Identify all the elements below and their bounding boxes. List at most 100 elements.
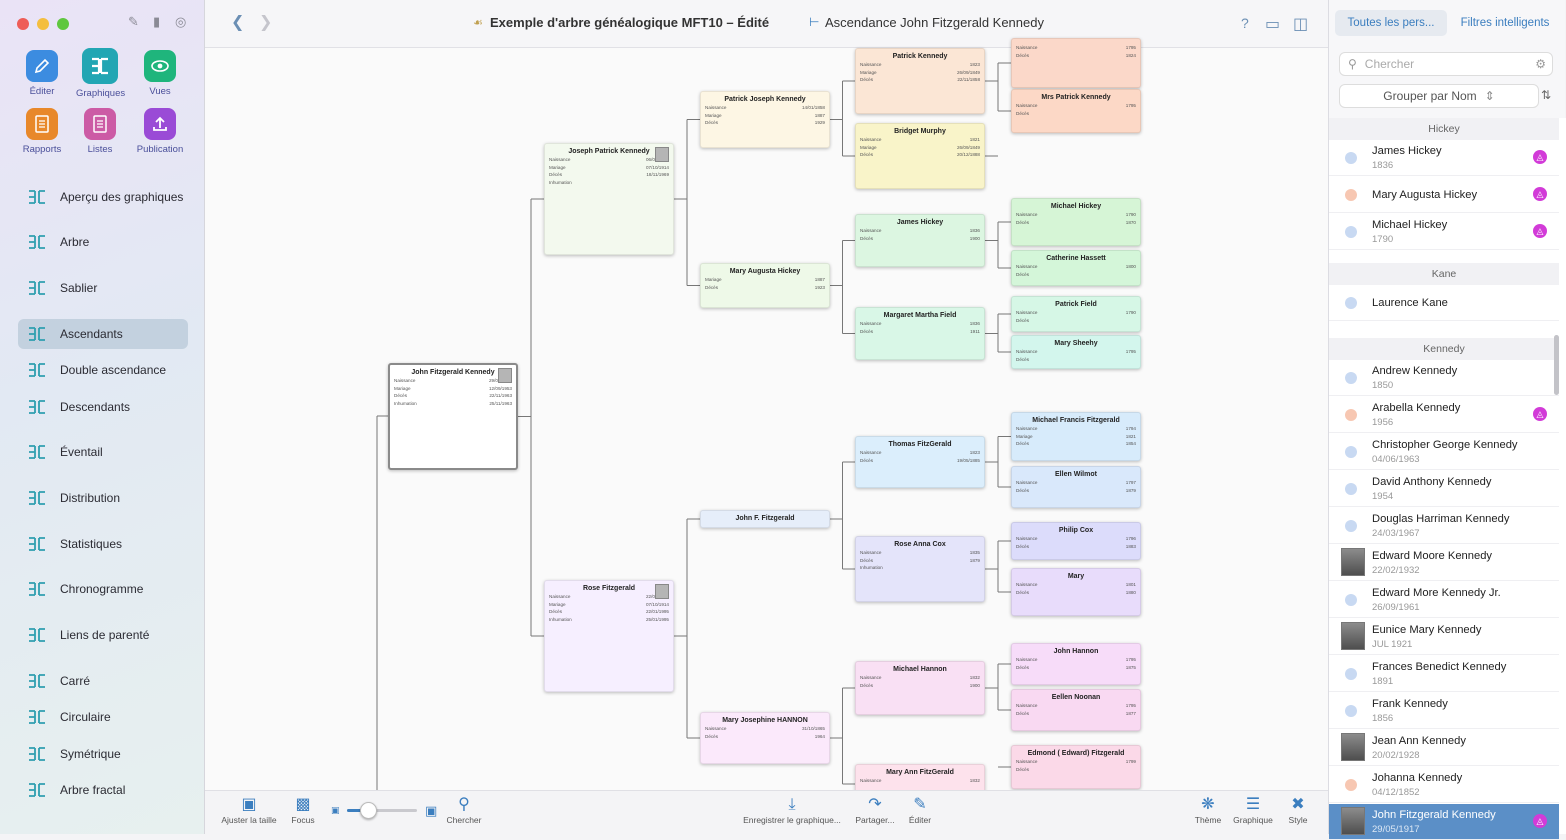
nav-item-fractal-tree[interactable]: Arbre fractal <box>18 775 188 805</box>
list-scrollbar[interactable] <box>1554 335 1559 395</box>
publish-tool-button[interactable]: Publication <box>136 108 184 155</box>
lists-tool-button[interactable]: Listes <box>76 108 124 155</box>
tag-icon[interactable]: ✎ <box>128 14 139 29</box>
tab-smart-filters[interactable]: Filtres intelligents <box>1460 17 1550 29</box>
nav-item-square[interactable]: Carré <box>18 666 188 696</box>
sort-icon[interactable]: ⇅ <box>1541 88 1552 102</box>
nav-item-circular[interactable]: Circulaire <box>18 702 188 732</box>
nav-item-fan[interactable]: Éventail <box>18 437 188 467</box>
back-button[interactable]: ❮ <box>231 14 245 31</box>
ancestors-chart-canvas[interactable]: John Fitzgerald KennedyNaissance29/05/19… <box>205 38 1328 804</box>
forward-button[interactable]: ❯ <box>259 14 273 31</box>
nav-item-grid[interactable]: Aperçu des graphiques <box>18 182 188 212</box>
person-list-item[interactable]: Laurence Kane <box>1329 285 1559 321</box>
style-button[interactable]: ✖Style <box>1283 795 1313 825</box>
charts-tool-button[interactable]: Graphiques <box>76 48 125 99</box>
share-button[interactable]: ↷Partager... <box>853 795 897 825</box>
search-chart-button[interactable]: ⚲Chercher <box>443 795 485 825</box>
zoom-out-icon[interactable]: ▣ <box>331 805 340 815</box>
nav-item-relationship[interactable]: Liens de parenté <box>18 620 188 650</box>
edit-tool-button[interactable]: Éditer <box>18 50 66 97</box>
person-card[interactable]: Joseph Patrick KennedyNaissance06/09/188… <box>544 143 674 255</box>
flag-badge-icon: ◬ <box>1533 150 1547 164</box>
nav-item-double-ancestry[interactable]: Double ascendance <box>18 355 188 385</box>
history-icon[interactable]: ◎ <box>175 14 187 29</box>
nav-item-timeline[interactable]: Chronogramme <box>18 574 188 604</box>
zoom-in-icon[interactable]: ▣ <box>425 803 438 818</box>
edit-chart-button[interactable]: ✎Éditer <box>905 795 935 825</box>
close-window-button[interactable] <box>17 18 29 30</box>
nav-item-distribution[interactable]: Distribution <box>18 483 188 513</box>
help-button[interactable]: ? <box>1241 15 1249 31</box>
focus-button[interactable]: ▩Focus <box>285 795 321 825</box>
zoom-slider[interactable] <box>347 802 417 819</box>
gear-icon[interactable]: ⚙ <box>1535 57 1546 71</box>
nav-item-tree[interactable]: Arbre <box>18 227 188 257</box>
group-by-select[interactable]: Grouper par Nom⇕ <box>1339 84 1539 108</box>
fit-size-button[interactable]: ▣Ajuster la taille <box>217 795 281 825</box>
tab-all-persons[interactable]: Toutes les pers... <box>1335 10 1447 36</box>
sidebar-toggle-icon[interactable]: ◫ <box>1293 16 1309 33</box>
person-search-field[interactable]: ⚲ Chercher ⚙ <box>1339 52 1553 76</box>
save-chart-button[interactable]: ⤓Enregistrer le graphique... <box>740 795 844 825</box>
reports-tool-button[interactable]: Rapports <box>18 108 66 155</box>
person-card[interactable]: John Fitzgerald KennedyNaissance29/05/19… <box>388 363 518 470</box>
chart-options-button[interactable]: ☰Graphique <box>1231 795 1275 825</box>
theme-button[interactable]: ❋Thème <box>1193 795 1223 825</box>
nav-item-label: Arbre fractal <box>60 783 126 797</box>
person-card[interactable]: John F. Fitzgerald <box>700 510 830 528</box>
nav-item-hourglass[interactable]: Sablier <box>18 273 188 303</box>
person-list-item[interactable]: Edward More Kennedy Jr.26/09/1961 <box>1329 582 1559 618</box>
nav-item-ancestors[interactable]: Ascendants <box>18 319 188 349</box>
views-tool-button[interactable]: Vues <box>136 50 184 97</box>
zoom-slider-handle[interactable] <box>360 802 377 819</box>
maximize-window-button[interactable] <box>57 18 69 30</box>
nav-item-statistics[interactable]: Statistiques <box>18 529 188 559</box>
bookmark-icon[interactable]: ▮ <box>153 14 161 29</box>
nav-item-symmetric[interactable]: Symétrique <box>18 739 188 769</box>
person-card[interactable]: Rose FitzgeraldNaissance22/07/1890Mariag… <box>544 580 674 692</box>
person-list-item[interactable]: Mary Augusta Hickey◬ <box>1329 177 1559 213</box>
event-date: 1795 <box>1125 703 1136 708</box>
nav-item-descendants[interactable]: Descendants <box>18 392 188 422</box>
window-mode-icon[interactable]: ▭ <box>1265 16 1281 33</box>
minimize-window-button[interactable] <box>37 18 49 30</box>
